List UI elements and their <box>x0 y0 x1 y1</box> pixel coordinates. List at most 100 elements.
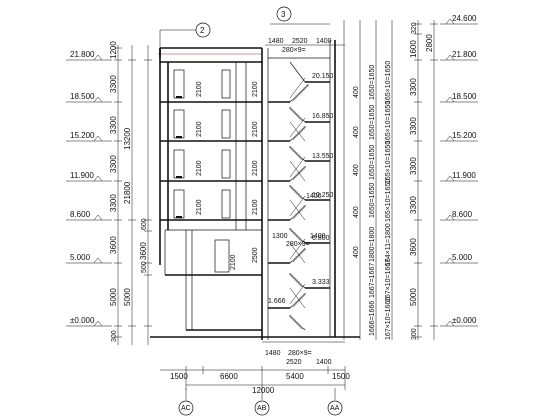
elevation-marker-left: 18.500 <box>66 92 112 103</box>
dim-text: 3300 <box>109 194 118 212</box>
elevation-marker-right: 24.600 <box>440 14 478 25</box>
stair-calc-text: 1650=1650 <box>369 145 376 180</box>
dim-text: 5000 <box>109 288 118 306</box>
door-dim: 2100 <box>252 160 259 176</box>
dim-text: 400 <box>353 86 360 98</box>
dim-text: 400 <box>353 246 360 258</box>
elevation-label: 18.500 <box>452 92 477 101</box>
elevation-label: 8.600 <box>452 210 473 219</box>
elevation-label: 21.800 <box>70 50 95 59</box>
dim-text: 300 <box>411 328 418 340</box>
dim-text: 1500 <box>332 372 350 381</box>
stair-calc-text: 1650=1650 <box>369 65 376 100</box>
elevation-label: ±0.000 <box>70 316 95 325</box>
elevation-label: 11.900 <box>70 171 94 180</box>
stair-flights: 20.150 16.850 13.550 10.250 6.800 3.333 … <box>268 40 336 337</box>
stair-calc-text: 1667=1667 <box>369 263 376 298</box>
axis-label: AB <box>257 405 267 412</box>
door-dim: 2100 <box>196 199 203 215</box>
elevation-label: 8.600 <box>70 210 91 219</box>
stair-calc-text: 165×10=1650 <box>385 61 392 104</box>
bottom-dimension-chain: 1480 280×9= 2520 1400 1500 6600 5400 150… <box>160 341 350 395</box>
dim-text: 3300 <box>109 75 118 93</box>
dim-text: 21800 <box>123 181 132 204</box>
stair-level-label: 3.333 <box>312 279 330 286</box>
dim-text: 1500 <box>170 372 188 381</box>
axis-label: AA <box>330 405 340 412</box>
dim-text: 1200 <box>109 41 118 59</box>
left-elevation-markers: 21.800 18.500 15.200 11.900 8.600 5.000 <box>66 50 112 327</box>
dim-text: 1600 <box>409 40 418 58</box>
dim-text: 300 <box>111 330 118 342</box>
dim-text: 280×9= <box>286 241 310 248</box>
elevation-label: 18.500 <box>70 92 95 101</box>
dim-text: 280×9= <box>282 47 306 54</box>
right-elevation-markers: 24.600 21.800 18.500 15.200 11.900 8.600 <box>440 14 478 327</box>
door-dim: 2100 <box>196 160 203 176</box>
elevation-marker-left: 21.800 <box>66 50 112 61</box>
dim-text: 1480 <box>268 38 284 45</box>
elevation-label: 5.000 <box>452 253 473 262</box>
door-dim: 2500 <box>252 247 259 263</box>
dim-text: 3300 <box>109 116 118 134</box>
dim-text: 1400 <box>310 233 326 240</box>
dim-text: 1400 <box>316 359 332 366</box>
dim-text: 2800 <box>425 34 434 52</box>
axis-markers: AC AB AA <box>178 388 343 416</box>
door-dim: 2100 <box>196 81 203 97</box>
dim-text: 1300 <box>272 233 288 240</box>
top-stair-dimensions: 1480 2520 1400 280×9= <box>265 38 345 54</box>
dim-text: 2520 <box>286 359 302 366</box>
elevation-marker-right: 5.000 <box>440 253 478 264</box>
elevation-marker-right: 18.500 <box>440 92 478 103</box>
elevation-label: 11.900 <box>452 171 476 180</box>
grid-label: 3 <box>281 10 286 19</box>
stair-calc-text: 165×10=1650 <box>385 101 392 144</box>
dim-text: 5400 <box>286 372 304 381</box>
elevation-label: 21.800 <box>452 50 477 59</box>
dim-text: 400 <box>353 206 360 218</box>
stair-calc-text: 165×10=1650 <box>385 141 392 184</box>
stair-level-label: 20.150 <box>312 73 334 80</box>
elevation-label: 24.600 <box>452 14 477 23</box>
door-dim: 2100 <box>230 254 237 270</box>
stair-level-label: 16.850 <box>312 113 334 120</box>
stair-level-label: 1.666 <box>268 298 286 305</box>
dim-text: 3600 <box>409 238 418 256</box>
stair-level-label: 6.800 <box>312 235 330 242</box>
dim-text: 1400 <box>306 193 322 200</box>
dim-text: 1400 <box>316 38 332 45</box>
grid-mark-3: 3 <box>270 6 330 25</box>
stair-level-label: 13.550 <box>312 153 334 160</box>
dim-text: 12000 <box>252 386 275 395</box>
door-dim: 2100 <box>252 121 259 137</box>
dim-text: 320 <box>411 22 418 34</box>
dim-text: 3600 <box>109 236 118 254</box>
dim-text: 1480 <box>265 350 281 357</box>
elevation-label: ±0.000 <box>452 316 477 325</box>
dim-text: 2520 <box>292 38 308 45</box>
dim-text: 5000 <box>409 288 418 306</box>
stair-calc-text: 1650=1650 <box>369 183 376 218</box>
dim-text: 13200 <box>123 127 132 150</box>
elevation-marker-left: 8.600 <box>66 210 112 221</box>
elevation-marker-right: 8.600 <box>440 210 478 221</box>
stair-calc-text: 1666=1666 <box>369 301 376 336</box>
stair-calc-text: 167×10=1666 <box>385 297 392 340</box>
elevation-marker-left: 5.000 <box>66 253 112 264</box>
dim-text: 280×9= <box>288 350 312 357</box>
elevation-marker-left: 15.200 <box>66 131 112 142</box>
dim-text: 3300 <box>409 196 418 214</box>
grid-mark-2: 2 <box>159 22 211 48</box>
elevation-label: 5.000 <box>70 253 91 262</box>
stair-calc-text: 165×10=1650 <box>385 179 392 222</box>
door-dim: 2100 <box>252 81 259 97</box>
elevation-marker-left: ±0.000 <box>66 316 112 327</box>
elevation-marker-right: 11.900 <box>440 171 478 182</box>
dim-text: 3600 <box>139 242 148 260</box>
stair-calc-text: 1800=1800 <box>369 227 376 262</box>
elevation-marker-left: 11.900 <box>66 171 112 182</box>
dim-text: 6600 <box>220 372 238 381</box>
elevation-marker-right: ±0.000 <box>440 316 478 327</box>
axis-label: AC <box>181 405 191 412</box>
